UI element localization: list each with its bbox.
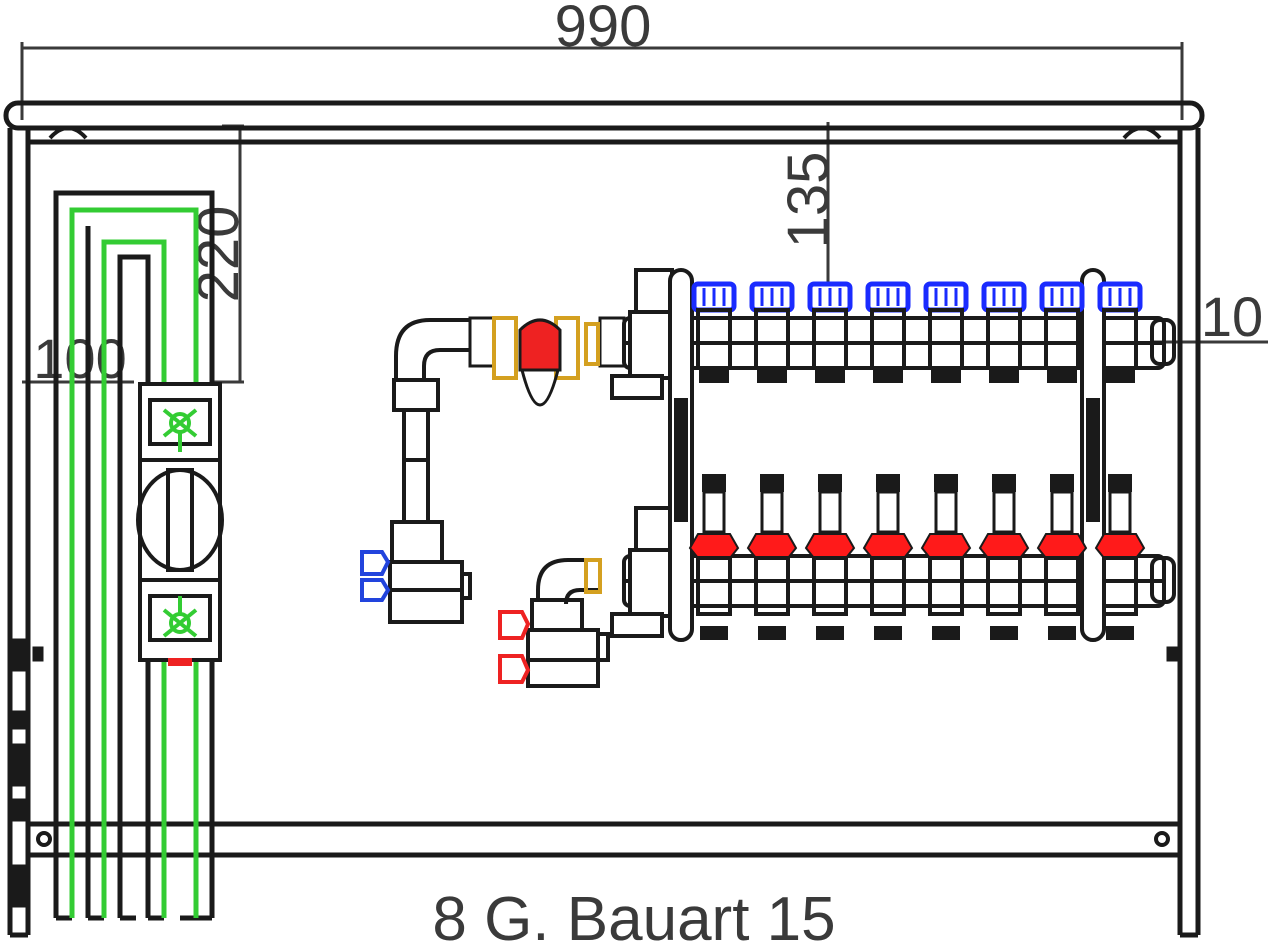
return-valve xyxy=(862,474,914,640)
supply-valve xyxy=(923,281,969,383)
supply-valve xyxy=(865,281,911,383)
return-valve xyxy=(804,474,856,640)
dimension-100-label: 100 xyxy=(33,327,126,390)
left-side-rail-details xyxy=(10,638,1180,908)
manifold-brackets xyxy=(668,268,1106,642)
manifold-left-end-fittings xyxy=(610,268,674,638)
return-brass-nut xyxy=(584,558,602,594)
heat-meter-red-mark xyxy=(168,658,192,666)
left-pipe-green xyxy=(69,207,199,918)
supply-valve xyxy=(691,281,737,383)
supply-valve xyxy=(807,281,853,383)
return-feed-pipe xyxy=(526,558,610,688)
heat-meter-green-valves xyxy=(162,408,198,638)
return-ball-valve-handle xyxy=(498,610,531,684)
dimension-135-label: 135 xyxy=(776,152,841,249)
dimension-10-label: 10 xyxy=(1201,285,1263,348)
return-valve xyxy=(978,474,1030,640)
supply-ball-valve-handle xyxy=(360,550,391,602)
supply-valve xyxy=(749,281,795,383)
supply-valve-row xyxy=(691,281,1143,383)
return-valve-row xyxy=(688,474,1146,640)
return-valve xyxy=(746,474,798,640)
supply-valve xyxy=(1097,281,1143,383)
dimension-overall-width xyxy=(20,42,1184,120)
return-valve xyxy=(1094,474,1146,640)
cabinet-frame xyxy=(3,100,1205,938)
return-valve xyxy=(688,474,740,640)
diagram-title: 8 G. Bauart 15 xyxy=(432,885,835,945)
supply-feed-pipe xyxy=(388,318,472,624)
supply-valve xyxy=(981,281,1027,383)
frame-mounting-holes xyxy=(36,126,1170,847)
return-valve xyxy=(1036,474,1088,640)
return-valve xyxy=(920,474,972,640)
left-pipe-outlines xyxy=(53,190,215,921)
supply-valve xyxy=(1039,281,1085,383)
dimension-990-label: 990 xyxy=(555,0,652,59)
dirt-separator-red xyxy=(518,318,562,407)
